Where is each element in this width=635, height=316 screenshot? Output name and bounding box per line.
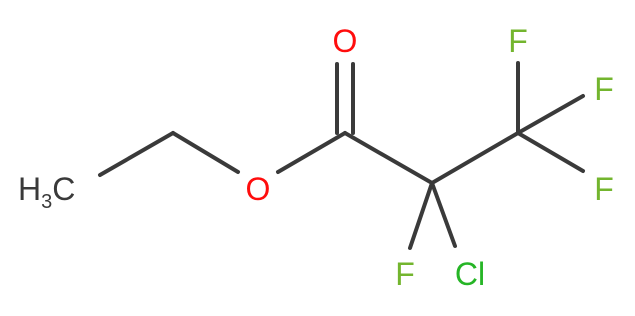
carbonyl-oxygen-label: O [333,23,358,59]
fluorine-right-upper-label: F [594,71,614,107]
bonds [98,61,585,250]
methyl-c: C [52,171,75,207]
fluorine-alpha-label: F [395,256,415,292]
bond-cf3-f-lower [516,131,585,173]
methyl-subscript: 3 [41,191,52,213]
ester-oxygen-label: O [246,171,271,207]
bond-calpha-cf3 [430,131,520,185]
bond-calpha-cl [430,181,457,248]
bond-carbonyl-calpha [343,131,434,185]
methyl-label: H3C [18,171,75,213]
fluorine-right-lower-label: F [594,171,614,207]
bond-calpha-f [408,181,434,250]
atom-labels: H3C O O F F F F Cl [18,23,614,292]
fluorine-top-label: F [508,23,528,59]
methyl-h: H [18,171,41,207]
bond-ch3-ch2 [98,131,175,177]
bond-cf3-f-upper [516,94,585,135]
bond-ch2-o [171,131,240,174]
chlorine-alpha-label: Cl [455,256,485,292]
bond-o-c-carbonyl [276,131,347,174]
